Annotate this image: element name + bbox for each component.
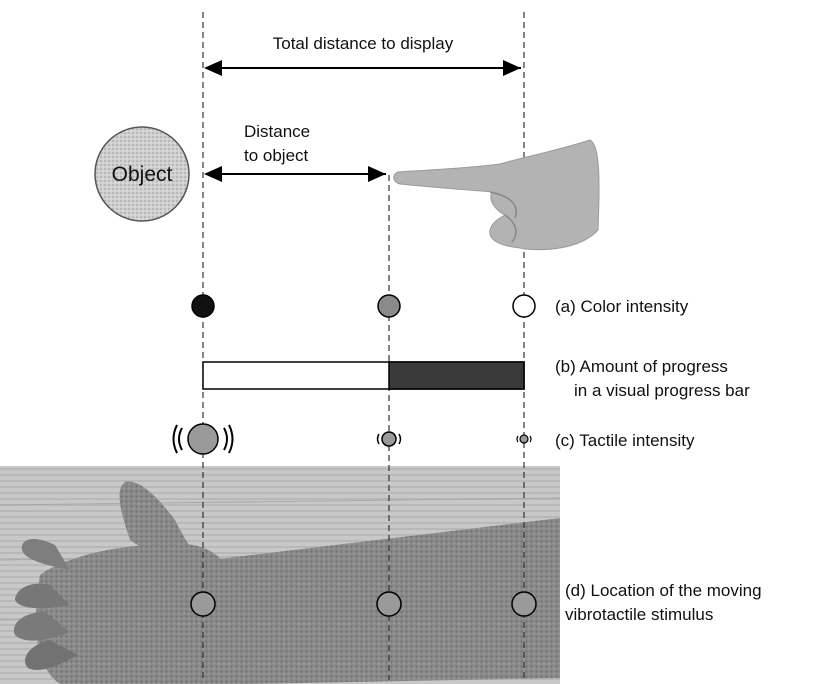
progress-fill [389, 362, 524, 389]
pointing-hand-image [394, 140, 599, 250]
stimulus-dot-mid [377, 592, 401, 616]
color-dot-near [192, 295, 214, 317]
color-dot-mid [378, 295, 400, 317]
color-intensity-row [192, 295, 535, 317]
progress-label-line2: in a visual progress bar [574, 381, 750, 400]
total-distance-label: Total distance to display [273, 34, 454, 53]
location-label-line2: vibrotactile stimulus [565, 605, 713, 624]
tactile-intensity-row [174, 424, 532, 454]
progress-bar [203, 362, 524, 389]
tactile-icon-weak [517, 435, 531, 443]
location-label-line1: (d) Location of the moving [565, 581, 762, 600]
color-intensity-label: (a) Color intensity [555, 297, 689, 316]
distance-label-line1: Distance [244, 122, 310, 141]
stimulus-dot-wrist [191, 592, 215, 616]
progress-label-line1: (b) Amount of progress [555, 357, 728, 376]
tactile-icon-medium [378, 432, 401, 446]
tactile-icon-strong [174, 424, 233, 454]
arm-photo [0, 466, 560, 684]
object-label: Object [112, 163, 173, 186]
tactile-intensity-label: (c) Tactile intensity [555, 431, 695, 450]
color-dot-far [513, 295, 535, 317]
distance-label-line2: to object [244, 146, 309, 165]
stimulus-dot-elbow [512, 592, 536, 616]
